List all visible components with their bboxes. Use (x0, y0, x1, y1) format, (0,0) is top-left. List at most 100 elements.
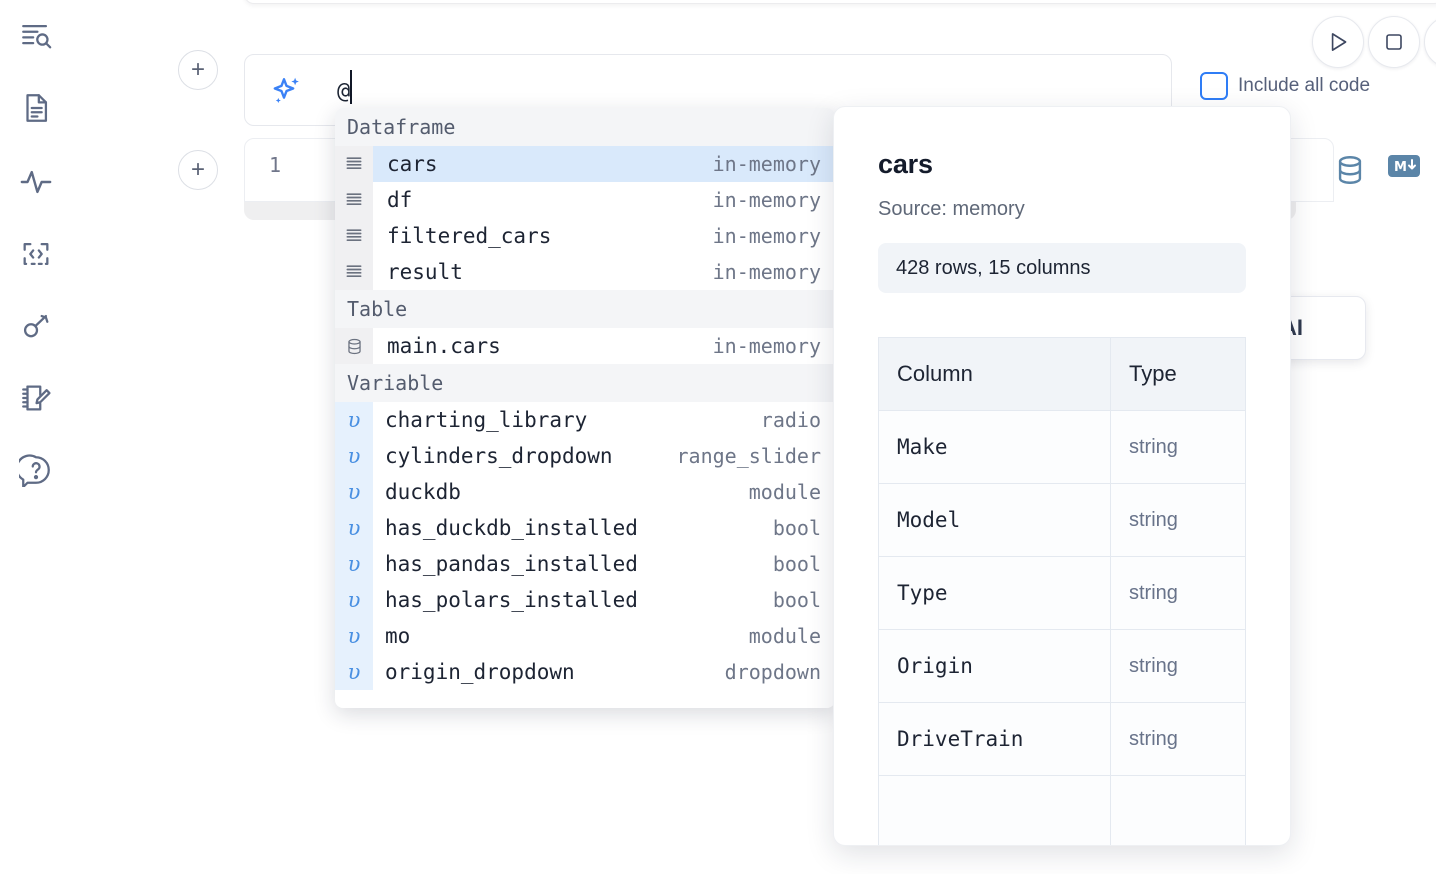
run-button[interactable] (1312, 16, 1364, 68)
explore-search-icon[interactable] (14, 14, 58, 58)
plus-glyph: + (190, 56, 205, 83)
autocomplete-item-name: has_duckdb_installed (385, 516, 638, 540)
database-icon[interactable] (1333, 153, 1367, 192)
table-header-row: Column Type (878, 337, 1246, 411)
line-number: 1 (269, 153, 282, 177)
autocomplete-group-header: Variable (335, 364, 835, 402)
autocomplete-item-type: module (748, 624, 821, 648)
activity-icon[interactable] (14, 160, 58, 204)
autocomplete-item-type: in-memory (712, 260, 821, 284)
autocomplete-item-name: origin_dropdown (385, 660, 575, 684)
svg-text:M: M (1394, 160, 1407, 175)
top-panel-edge (244, 0, 1436, 4)
autocomplete-item-type: bool (772, 588, 821, 612)
autocomplete-item[interactable]: cars in-memory (335, 146, 835, 182)
ai-prompt-value: @ (337, 79, 351, 104)
column-header-column: Column (878, 337, 1111, 411)
sparkle-icon (269, 73, 305, 109)
schema-column-name: Origin (878, 629, 1111, 703)
checkbox-box[interactable] (1200, 72, 1228, 100)
autocomplete-item-name: cars (387, 152, 438, 176)
add-cell-button-below[interactable]: + (178, 150, 218, 190)
autocomplete-item[interactable]: main.cars in-memory (335, 328, 835, 364)
schema-column-name: Type (878, 556, 1111, 630)
autocomplete-item-name: result (387, 260, 463, 284)
variable-icon: υ (335, 510, 373, 546)
table-icon (335, 328, 373, 364)
include-all-code-label: Include all code (1238, 75, 1371, 96)
autocomplete-item-type: range_slider (676, 444, 822, 468)
autocomplete-item-name: df (387, 188, 413, 212)
autocomplete-item[interactable]: υ origin_dropdown dropdown (335, 654, 835, 690)
help-icon[interactable] (14, 448, 58, 492)
variable-icon: υ (335, 546, 373, 582)
column-header-type: Type (1110, 337, 1246, 411)
autocomplete-item-type: dropdown (724, 660, 821, 684)
autocomplete-item-type: in-memory (712, 152, 821, 176)
schema-column-type: string (1110, 410, 1246, 484)
schema-column-type: string (1110, 556, 1246, 630)
preview-source: Source: memory (878, 198, 1025, 220)
autocomplete-item-type: in-memory (712, 224, 821, 248)
schema-column-type: string (1110, 629, 1246, 703)
autocomplete-item-name: duckdb (385, 480, 461, 504)
include-all-code-checkbox[interactable]: Include all code (1200, 72, 1370, 100)
schema-column-type: string (1110, 702, 1246, 776)
key-icon[interactable] (14, 304, 58, 348)
autocomplete-item[interactable]: υ cylinders_dropdown range_slider (335, 438, 835, 474)
autocomplete-item-type: module (748, 480, 821, 504)
autocomplete-item[interactable]: df in-memory (335, 182, 835, 218)
more-actions-button[interactable] (1424, 16, 1436, 68)
variable-icon: υ (335, 438, 373, 474)
dataframe-icon (335, 254, 373, 290)
table-row (878, 775, 1246, 845)
schema-column-type: string (1110, 483, 1246, 557)
autocomplete-item-name: mo (385, 624, 411, 648)
autocomplete-item-name: cylinders_dropdown (385, 444, 613, 468)
autocomplete-item-type: in-memory (712, 334, 821, 358)
add-cell-button-top[interactable]: + (178, 50, 218, 90)
autocomplete-group-header: Table (335, 290, 835, 328)
autocomplete-item[interactable]: result in-memory (335, 254, 835, 290)
autocomplete-item-name: charting_library (385, 408, 588, 432)
autocomplete-group-header: Dataframe (335, 108, 835, 146)
variable-icon: υ (335, 582, 373, 618)
stop-button[interactable] (1368, 16, 1420, 68)
variable-icon: υ (335, 618, 373, 654)
schema-column-name: Model (878, 483, 1111, 557)
preview-panel: cars Source: memory 428 rows, 15 columns… (833, 106, 1291, 846)
document-icon[interactable] (14, 86, 58, 130)
schema-column-name (878, 775, 1111, 845)
variable-icon: υ (335, 654, 373, 690)
dataframe-icon (335, 146, 373, 182)
markdown-icon[interactable]: M (1387, 153, 1421, 184)
autocomplete-item-name: has_polars_installed (385, 588, 638, 612)
autocomplete-item[interactable]: υ has_polars_installed bool (335, 582, 835, 618)
autocomplete-item-type: bool (772, 552, 821, 576)
left-icon-rail (0, 0, 72, 874)
code-snippet-icon[interactable] (14, 232, 58, 276)
dataframe-icon (335, 182, 373, 218)
autocomplete-item-type: radio (760, 408, 821, 432)
schema-column-name: DriveTrain (878, 702, 1111, 776)
scratchpad-icon[interactable] (14, 376, 58, 420)
autocomplete-item-name: main.cars (387, 334, 501, 358)
autocomplete-item-name: filtered_cars (387, 224, 552, 248)
preview-shape: 428 rows, 15 columns (878, 243, 1246, 293)
schema-column-name: Make (878, 410, 1111, 484)
autocomplete-item-type: in-memory (712, 188, 821, 212)
autocomplete-item[interactable]: filtered_cars in-memory (335, 218, 835, 254)
